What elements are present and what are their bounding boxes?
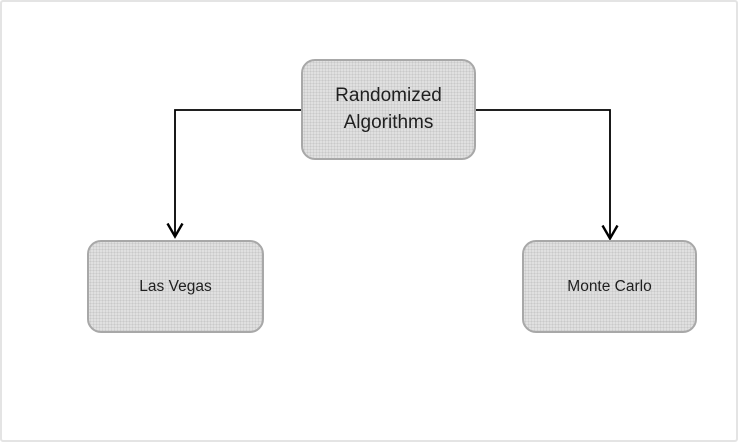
edge-root-to-monte-carlo bbox=[476, 109, 611, 236]
node-label: Randomized Algorithms bbox=[335, 85, 442, 133]
arrowhead-monte-carlo-icon bbox=[601, 224, 619, 241]
arrowhead-las-vegas-icon bbox=[166, 222, 184, 239]
edge-root-to-las-vegas bbox=[174, 109, 301, 234]
node-label: Las Vegas bbox=[139, 277, 212, 295]
node-label: Monte Carlo bbox=[567, 277, 652, 295]
node-randomized-algorithms[interactable]: Randomized Algorithms bbox=[301, 59, 476, 160]
node-monte-carlo[interactable]: Monte Carlo bbox=[522, 240, 697, 333]
node-las-vegas[interactable]: Las Vegas bbox=[87, 240, 264, 333]
